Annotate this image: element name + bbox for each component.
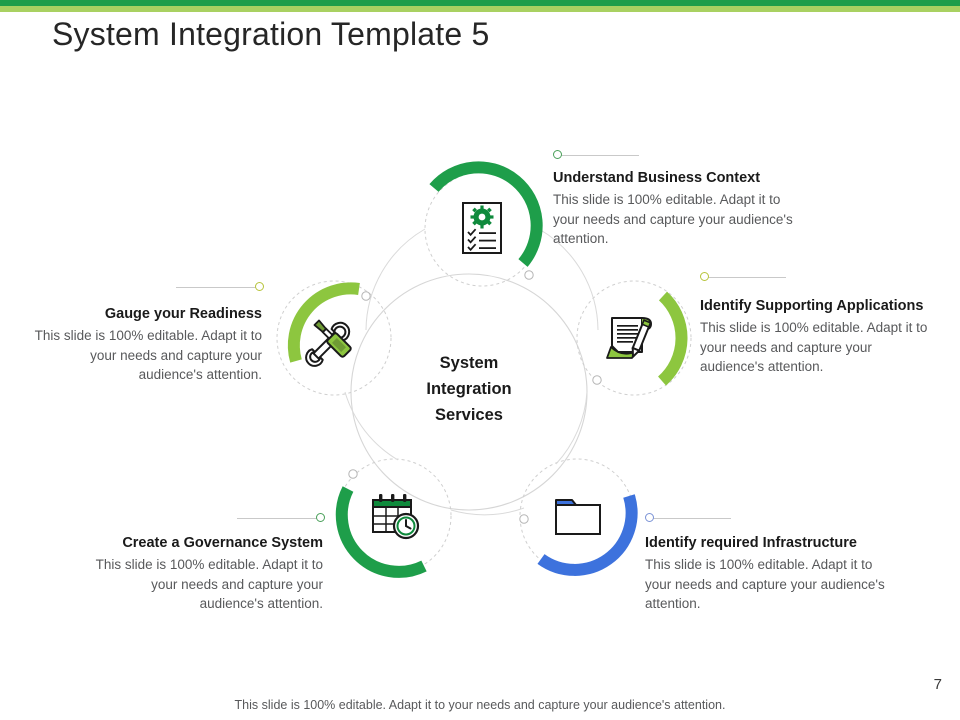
dashed-circle-gauge-your-readiness — [276, 280, 392, 396]
arc-identify-required-infrastructure — [537, 494, 638, 576]
connector-marker-icon — [316, 513, 325, 522]
calendar-clock-icon — [372, 494, 420, 540]
document-gear-checklist-icon — [462, 202, 502, 254]
connector-line — [707, 277, 786, 278]
connector-line — [652, 518, 731, 519]
heading-gauge-your-readiness: Gauge your Readiness — [104, 306, 262, 322]
heading-create-a-governance-system: Create a Governance System — [122, 535, 323, 551]
node-dot-gauge-your-readiness — [361, 291, 371, 301]
dashed-circle-create-a-governance-system — [336, 458, 452, 574]
heading-identify-supporting-applications: Identify Supporting Applications — [700, 298, 924, 314]
dashed-circle-identify-supporting-applications — [576, 280, 692, 396]
header-stripe-dark — [0, 0, 960, 6]
connector-identify-required-infrastructure — [645, 513, 731, 524]
arc-understand-business-context — [429, 161, 543, 267]
arc-create-a-governance-system — [335, 486, 427, 578]
node-dot-create-a-governance-system — [348, 469, 358, 479]
heading-identify-required-infrastructure: Identify required Infrastructure — [645, 535, 857, 551]
header-stripe-light — [0, 6, 960, 12]
connector-gauge-your-readiness — [176, 282, 264, 293]
arc-identify-supporting-applications — [657, 291, 688, 386]
body-create-a-governance-system: This slide is 100% editable. Adapt it to… — [95, 557, 323, 611]
page-number: 7 — [933, 676, 942, 693]
connector-line — [176, 287, 257, 288]
body-understand-business-context: This slide is 100% editable. Adapt it to… — [553, 192, 793, 246]
body-identify-supporting-applications: This slide is 100% editable. Adapt it to… — [700, 320, 928, 374]
connector-understand-business-context — [553, 150, 639, 161]
text-block-identify-supporting-applications[interactable]: Identify Supporting Applications This sl… — [700, 295, 932, 377]
text-block-create-a-governance-system[interactable]: Create a Governance System This slide is… — [85, 532, 323, 614]
body-identify-required-infrastructure: This slide is 100% editable. Adapt it to… — [645, 557, 885, 611]
folder-icon — [555, 499, 601, 535]
node-dot-understand-business-context — [524, 270, 534, 280]
connector-marker-icon — [645, 513, 654, 522]
petal-link-top-left — [365, 228, 426, 331]
center-label-line1: System — [439, 354, 499, 372]
text-block-understand-business-context[interactable]: Understand Business Context This slide i… — [553, 167, 803, 249]
center-label: System Integration Services — [388, 350, 550, 428]
petal-link-bottom — [450, 507, 525, 516]
arc-gauge-your-readiness — [287, 282, 360, 363]
center-label-line3: Services — [435, 406, 503, 424]
dashed-circle-identify-required-infrastructure — [519, 458, 635, 574]
connector-marker-icon — [255, 282, 264, 291]
dashed-circle-understand-business-context — [424, 171, 540, 287]
footer-note: This slide is 100% editable. Adapt it to… — [234, 698, 726, 712]
connector-line — [237, 518, 318, 519]
connector-line — [560, 155, 639, 156]
scroll-pen-icon — [606, 317, 653, 359]
connector-marker-icon — [700, 272, 709, 281]
connector-identify-supporting-applications — [700, 272, 786, 283]
center-label-line2: Integration — [426, 380, 512, 398]
node-dot-identify-required-infrastructure — [519, 514, 529, 524]
wrench-screwdriver-icon — [305, 319, 352, 367]
heading-understand-business-context: Understand Business Context — [553, 170, 761, 186]
petal-link-right-bottom — [555, 391, 588, 465]
body-gauge-your-readiness: This slide is 100% editable. Adapt it to… — [34, 328, 262, 382]
connector-create-a-governance-system — [237, 513, 325, 524]
text-block-gauge-your-readiness[interactable]: Gauge your Readiness This slide is 100% … — [28, 303, 262, 385]
node-dot-identify-supporting-applications — [592, 375, 602, 385]
page-title: System Integration Template 5 — [52, 16, 490, 52]
connector-marker-icon — [553, 150, 562, 159]
text-block-identify-required-infrastructure[interactable]: Identify required Infrastructure This sl… — [645, 532, 885, 614]
